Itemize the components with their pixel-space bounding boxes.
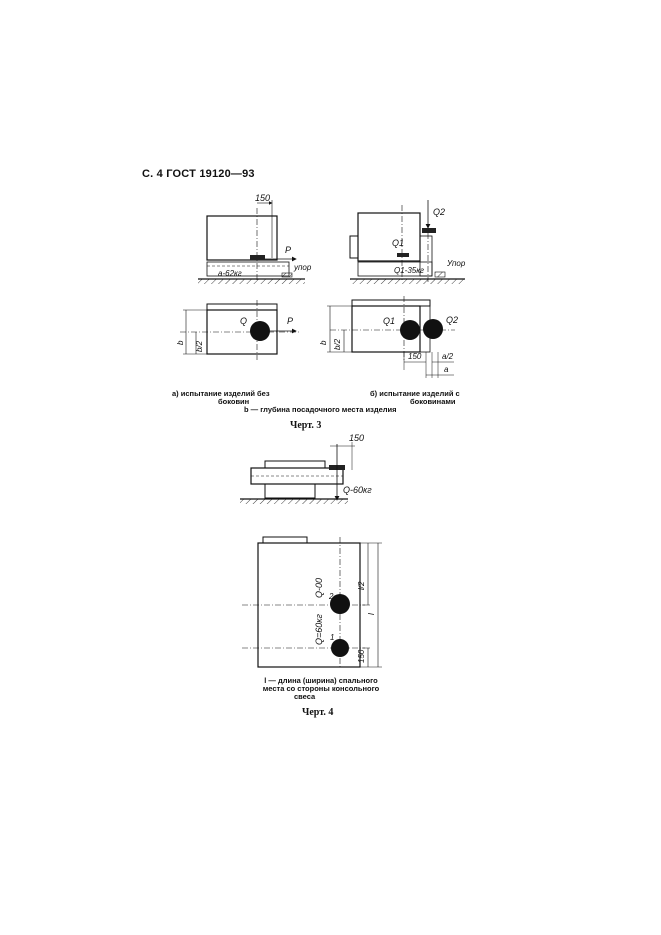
fig4-half-l: l/2 [357,581,366,590]
fig3-lb-half-depth: b/2 [195,340,204,352]
fig4-caption: l — длина (ширина) спального места со ст… [256,677,386,701]
fig3-caption-b: б) испытание изделий с боковинами [370,390,460,406]
fig3-rb-q1: Q1 [383,316,395,326]
fig3-left-bottom: Q P b b/2 [176,300,300,360]
fig3-rb-half-a: a/2 [442,352,454,361]
fig4-top-load: Q-60кг [343,485,372,495]
fig4-caption-line3: свеса [294,692,316,701]
fig3-lt-force: P [285,245,291,255]
fig3-left-top: 150 P a-62кг упор [198,193,312,284]
fig4-top: 150 Q-60кг [240,433,372,504]
fig3-right-bottom: Q1 Q2 b b/2 150 a/2 a [319,296,458,378]
fig4-title: Черт. 4 [302,707,334,718]
fig4-load1: Q=60кг [314,613,324,645]
fig3-caption-b-line1: б) испытание изделий с [370,389,460,398]
fig3-lt-load: a-62кг [218,269,242,278]
fig3-rb-dim150: 150 [408,352,422,361]
fig3-rb-q2: Q2 [446,315,458,325]
fig3-lb-depth: b [176,340,185,345]
fig3-caption-a: а) испытание изделий без боковин [172,390,270,406]
fig3-caption-common: b — глубина посадочного места изделия [244,405,397,414]
fig3-lt-dim: 150 [255,193,270,203]
fig3-lb-load: Q [240,316,247,326]
fig4-n1: 1 [330,633,334,642]
page-header: С. 4 ГОСТ 19120—93 [142,168,255,180]
fig3-caption-a-line2: боковин [218,397,250,406]
fig3-right-top: Q2 Q1 Q1-35кг Упор [349,200,466,284]
fig3-rb-depth: b [319,340,328,345]
fig4-bottom: Q-00 2 Q=60кг 1 l/2 l 150 [242,536,382,668]
fig4-l: l [367,613,376,615]
fig4-n2: 2 [328,592,334,601]
fig4-caption-line1: l — длина (ширина) спального [264,676,378,685]
fig4-dim150: 150 [357,649,366,663]
fig3-lt-stop: упор [293,263,312,272]
fig3-caption-b-line2: боковинами [410,397,456,406]
fig3-caption-a-line1: а) испытание изделий без [172,389,270,398]
fig3-rt-load-label: Q1-35кг [394,266,424,275]
fig3-rt-stop: Упор [446,259,466,268]
fig3-lb-force: P [287,316,293,326]
fig4-load2: Q-00 [314,578,324,598]
fig3-title: Черт. 3 [290,420,322,431]
fig3-rb-half-depth: b/2 [333,338,342,350]
fig4-caption-line2: места со стороны консольного [262,684,380,693]
fig4-top-dim: 150 [349,433,364,443]
fig3-rt-q1: Q1 [392,238,404,248]
fig3-rt-q2: Q2 [433,207,445,217]
fig3-rb-a: a [444,365,449,374]
